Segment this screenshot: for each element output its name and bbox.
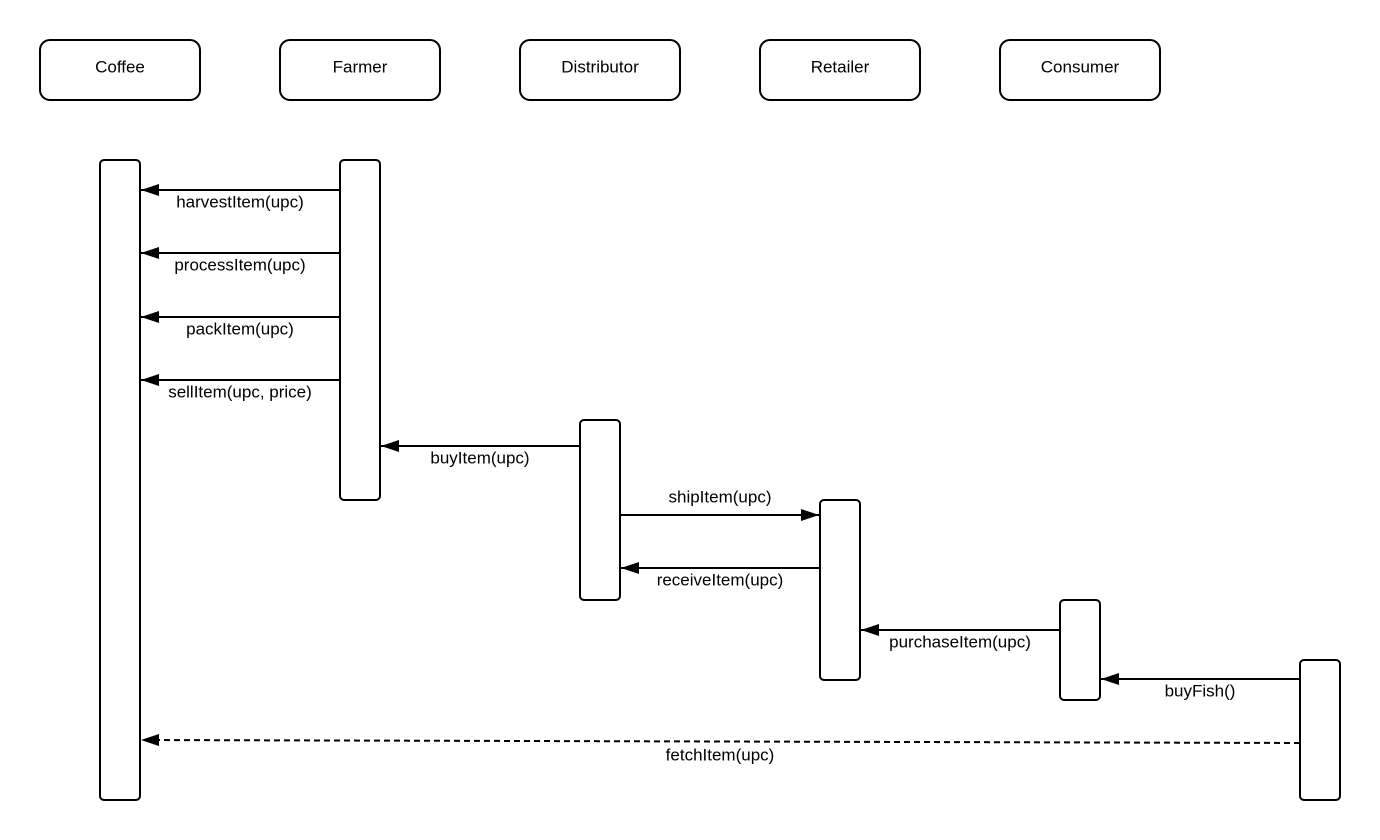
actor-box-coffee	[39, 39, 201, 101]
message-receive: receiveItem(upc)	[621, 562, 820, 589]
actor-farmer: Farmer	[279, 39, 441, 101]
actor-label-retailer: Retailer	[811, 57, 870, 76]
message-label-process: processItem(upc)	[174, 255, 305, 274]
actor-label-coffee: Coffee	[95, 57, 145, 76]
message-buyfish: buyFish()	[1101, 673, 1300, 700]
message-harvest: harvestItem(upc)	[141, 184, 340, 211]
message-label-ship: shipItem(upc)	[669, 487, 772, 506]
activation-distributor	[579, 419, 621, 601]
activation-consumer	[1059, 599, 1101, 701]
message-label-pack: packItem(upc)	[186, 319, 294, 338]
actor-distributor: Distributor	[519, 39, 681, 101]
message-fetch: fetchItem(upc)	[140, 734, 1301, 764]
message-label-harvest: harvestItem(upc)	[176, 192, 304, 211]
message-pack: packItem(upc)	[141, 311, 340, 338]
actor-label-consumer: Consumer	[1041, 57, 1120, 76]
actor-box-distributor	[519, 39, 681, 101]
message-ship: shipItem(upc)	[620, 487, 819, 521]
message-label-fetch: fetchItem(upc)	[666, 745, 775, 764]
message-label-sell: sellItem(upc, price)	[168, 382, 312, 401]
actor-consumer: Consumer	[999, 39, 1161, 101]
message-purchase: purchaseItem(upc)	[861, 624, 1060, 651]
message-label-receive: receiveItem(upc)	[657, 570, 784, 589]
message-sell: sellItem(upc, price)	[141, 374, 340, 401]
actor-coffee: Coffee	[39, 39, 201, 101]
actor-box-farmer	[279, 39, 441, 101]
message-process: processItem(upc)	[141, 247, 340, 274]
actor-box-retailer	[759, 39, 921, 101]
message-label-purchase: purchaseItem(upc)	[889, 632, 1031, 651]
actor-box-consumer	[999, 39, 1161, 101]
actor-label-farmer: Farmer	[333, 57, 388, 76]
message-buy: buyItem(upc)	[381, 440, 580, 467]
actor-retailer: Retailer	[759, 39, 921, 101]
message-label-buyfish: buyFish()	[1165, 681, 1236, 700]
activation-farmer	[339, 159, 381, 501]
activation-fifth	[1299, 659, 1341, 801]
activation-coffee	[99, 159, 141, 801]
message-arrow-fetch	[140, 734, 1301, 747]
activation-retailer	[819, 499, 861, 681]
message-label-buy: buyItem(upc)	[430, 448, 529, 467]
actor-label-distributor: Distributor	[561, 57, 639, 76]
